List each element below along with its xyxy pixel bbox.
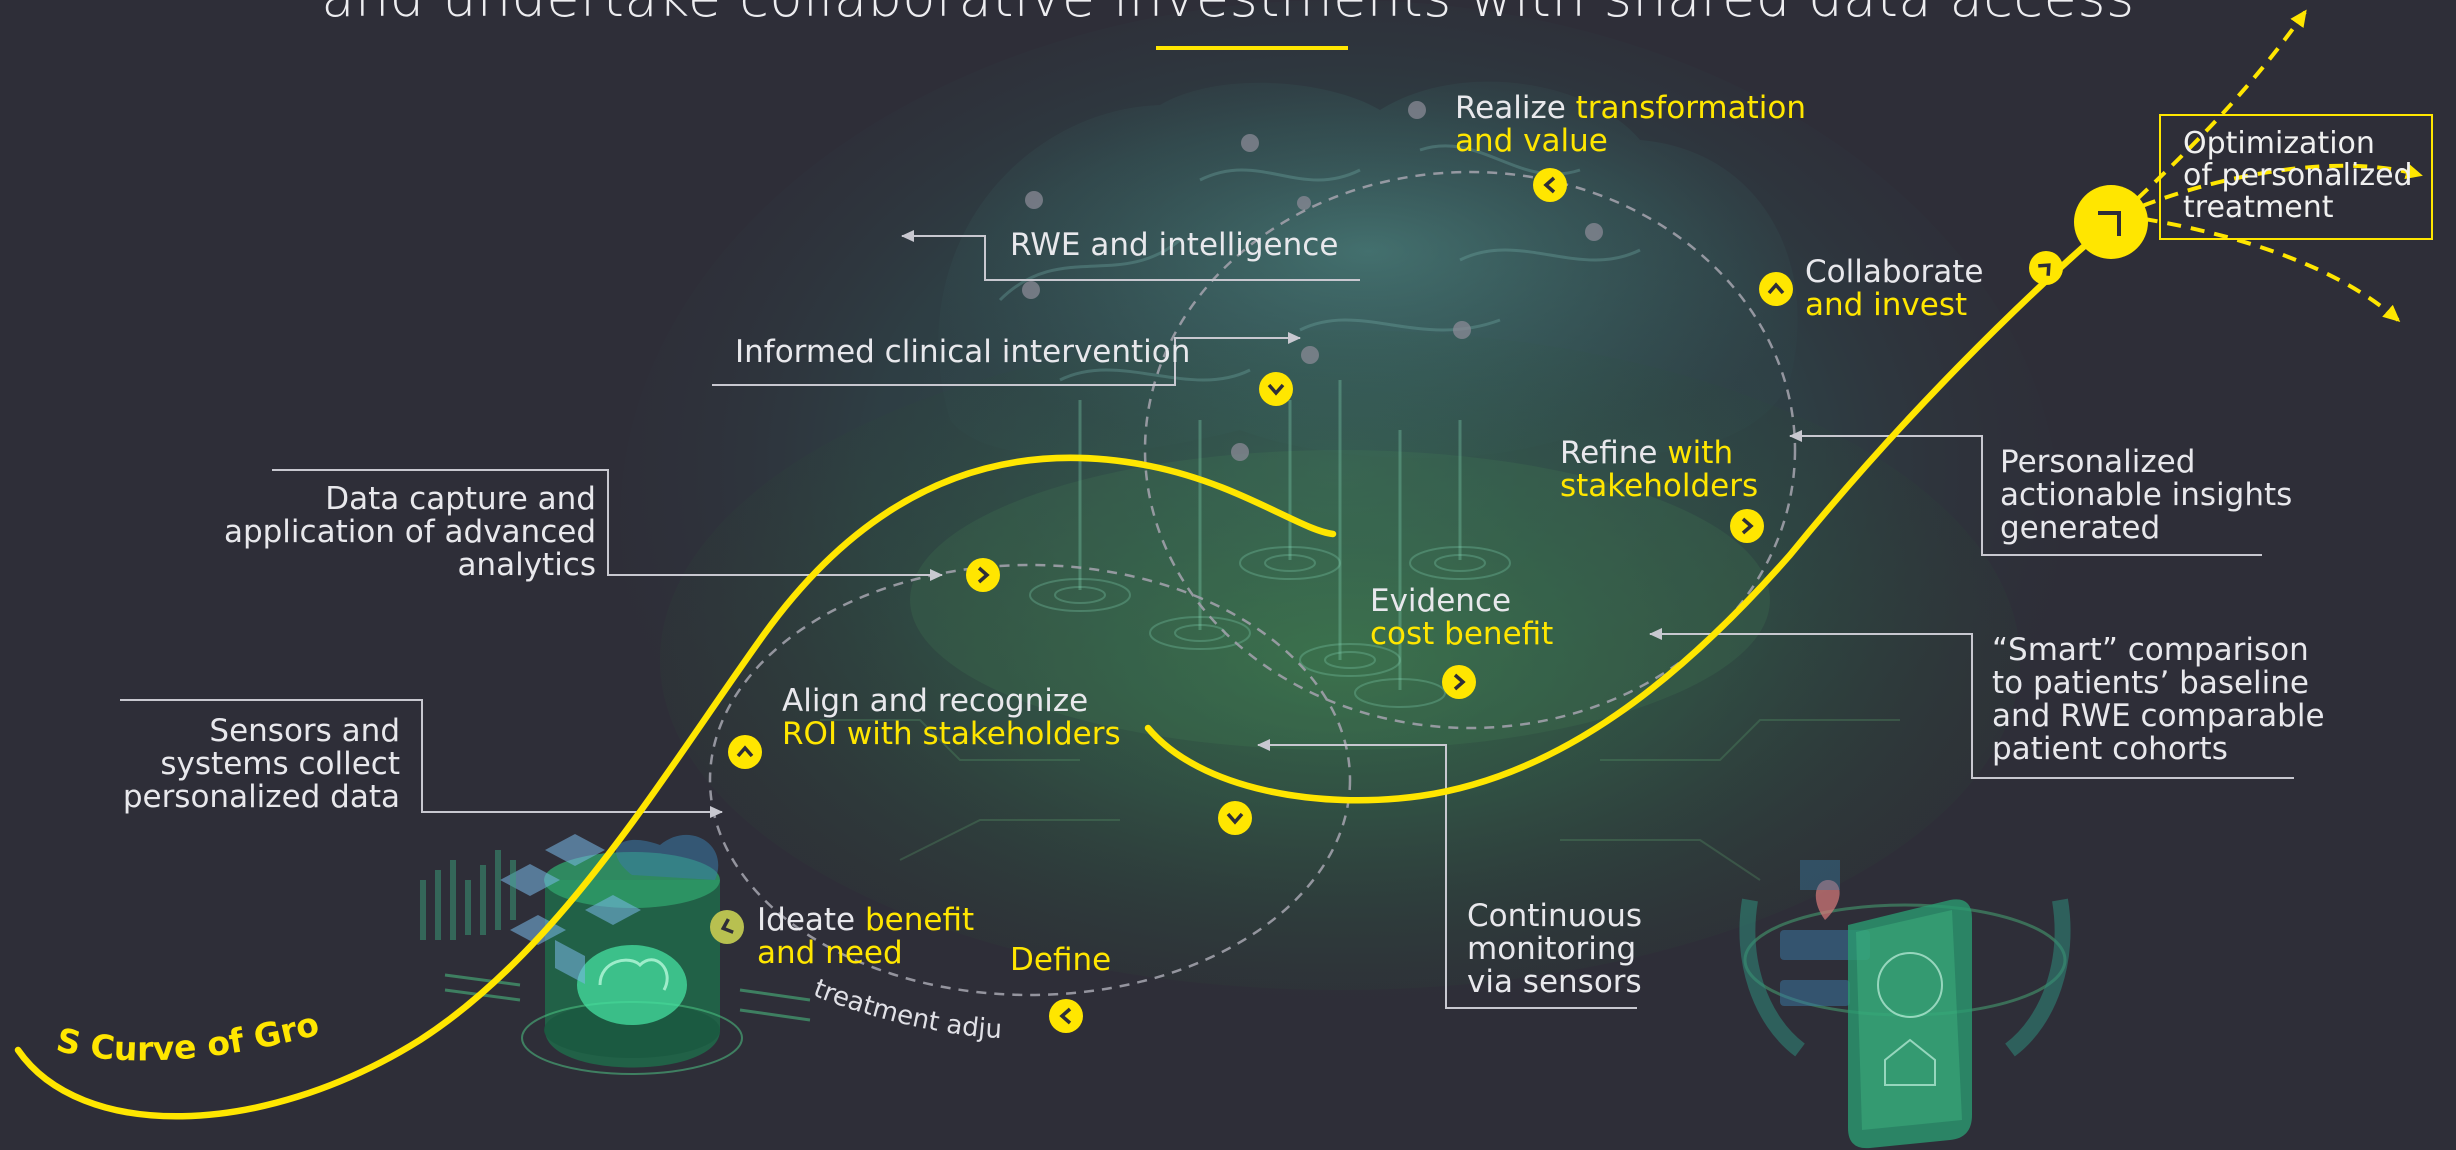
chevron-icon (1453, 673, 1466, 691)
stage-highlight: and value (1455, 123, 1608, 159)
cycle-loops (708, 170, 1797, 997)
stage-realize: Realize transformation and value (1455, 92, 1806, 158)
cycle-nodes (710, 168, 2063, 1033)
cycle-node (1218, 801, 1252, 835)
stage-text: Collaborate (1805, 254, 1984, 290)
label-line: Personalized (2000, 444, 2196, 480)
label-line: via sensors (1467, 964, 1642, 1000)
cycle-node (1259, 372, 1293, 406)
cycle-node (1759, 272, 1793, 306)
cloud-brain-illustration (420, 834, 811, 1075)
cycle-node (710, 910, 744, 944)
outcome-line: of personalized (2183, 158, 2413, 193)
stage-align: Align and recognize ROI with stakeholder… (782, 685, 1121, 751)
label-continuous-monitoring: Continuous monitoring via sensors (1467, 900, 1642, 999)
stage-highlight: benefit (864, 902, 975, 938)
stage-highlight: with (1667, 435, 1734, 471)
label-line: Continuous (1467, 898, 1643, 934)
stage-text: Align and recognize (782, 683, 1089, 719)
label-line: “Smart” comparison (1992, 632, 2309, 668)
stage-highlight: transformation (1575, 90, 1806, 126)
label-line: Sensors and (209, 713, 400, 749)
label-informed-clinical-intervention: Informed clinical intervention (735, 334, 1191, 370)
label-line: and RWE comparable (1992, 698, 2325, 734)
chevron-icon (720, 918, 734, 934)
label-line: actionable insights (2000, 477, 2293, 513)
label-line: analytics (457, 547, 596, 583)
label-line: patient cohorts (1992, 731, 2228, 767)
cycle-node (1730, 509, 1764, 543)
outcome-box: Optimization of personalized treatment (2159, 114, 2433, 240)
stage-text: Evidence (1370, 583, 1512, 619)
page-title: and undertake collaborative investments … (0, 0, 2456, 29)
outcome-line: treatment (2183, 190, 2334, 225)
chevron-icon (1226, 812, 1244, 825)
stage-text: Realize (1455, 90, 1576, 126)
stage-text: Refine (1560, 435, 1668, 471)
stage-refine: Refine with stakeholders (1560, 437, 1758, 503)
chevron-icon (1767, 282, 1785, 295)
label-line: to patients’ baseline (1992, 665, 2309, 701)
cycle-node (966, 558, 1000, 592)
label-smart-comparison: “Smart” comparison to patients’ baseline… (1992, 634, 2325, 766)
chevron-icon (977, 566, 990, 584)
stage-highlight: and invest (1805, 287, 1968, 323)
label-line: systems collect (160, 746, 400, 782)
chevron-icon (1543, 176, 1556, 194)
outcome-arrows (2118, 9, 2423, 322)
cycle-node (1442, 665, 1476, 699)
label-line: personalized data (122, 779, 400, 815)
chevron-icon (1059, 1007, 1072, 1025)
outcome-node (2074, 185, 2148, 259)
outcome-node-chevron (2098, 211, 2121, 236)
label-line: Data capture and (325, 481, 596, 517)
outcome-line: Optimization (2183, 126, 2375, 161)
chevron-icon (1267, 383, 1285, 396)
stage-define: Define (1010, 942, 1112, 978)
stage-highlight: ROI with stakeholders (782, 716, 1121, 752)
label-data-capture: Data capture and application of advanced… (224, 483, 596, 582)
chevron-icon (2038, 263, 2051, 276)
stage-ideate: Ideate benefit and need (757, 904, 974, 970)
stage-text: Ideate (757, 902, 865, 938)
connector-lines (120, 230, 2294, 1009)
label-line: generated (2000, 510, 2161, 546)
label-line: application of advanced (223, 514, 596, 550)
label-line: monitoring (1467, 931, 1637, 967)
dome-backdrop (620, 0, 2060, 1040)
stage-highlight: and need (757, 935, 903, 971)
stage-collaborate: Collaborate and invest (1805, 256, 1983, 322)
cycle-node (2029, 251, 2063, 285)
chevron-icon (736, 745, 754, 758)
stage-highlight: stakeholders (1560, 468, 1759, 504)
mobile-device-illustration (1739, 860, 2071, 1149)
label-rwe-intelligence: RWE and intelligence (1010, 227, 1339, 263)
label-personalized-insights: Personalized actionable insights generat… (2000, 446, 2292, 545)
chevron-icon (1741, 517, 1754, 535)
s-curve (14, 211, 2124, 1120)
stage-highlight: cost benefit (1370, 616, 1554, 652)
stage-evidence: Evidence cost benefit (1370, 585, 1553, 651)
cycle-node (728, 735, 762, 769)
label-sensors: Sensors and systems collect personalized… (123, 715, 400, 814)
cycle-node (1533, 168, 1567, 202)
cycle-node (1049, 999, 1083, 1033)
